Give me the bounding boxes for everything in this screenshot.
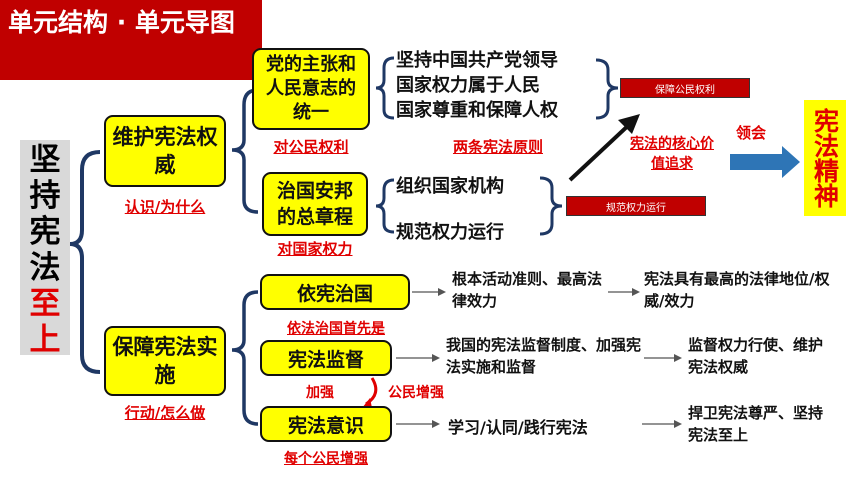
principles-caption: 两条宪法原则 bbox=[452, 138, 543, 156]
principles-list: 坚持中国共产党领导 国家权力属于人民 国家尊重和保障人权 bbox=[396, 48, 558, 123]
root-panel: 坚 持 宪 法 至 上 bbox=[20, 140, 70, 358]
awareness-result: 捍卫宪法尊严、坚持宪法至上 bbox=[688, 404, 824, 444]
root-char: 宪 bbox=[29, 214, 61, 250]
node-general-charter: 治国安邦的总章程 bbox=[262, 172, 368, 236]
supervision-result: 监督权力行使、维护宪法权威 bbox=[688, 336, 824, 376]
strengthen-label: 加强 bbox=[306, 385, 334, 401]
awareness-desc: 学习/认同/践行宪法 bbox=[448, 418, 588, 437]
citizen-strengthen-label: 公民增强 bbox=[388, 385, 444, 401]
power-item: 规范权力运行 bbox=[396, 222, 504, 243]
root-char-red: 至 bbox=[29, 286, 61, 322]
power-item: 组织国家机构 bbox=[396, 176, 504, 197]
section-banner: 单元结构 · 单元导图 bbox=[0, 0, 262, 80]
root-char-red: 上 bbox=[29, 322, 61, 358]
rule-by-constitution-desc: 根本活动准则、最高法律效力 bbox=[452, 270, 603, 310]
node-party-will: 党的主张和人民意志的统一 bbox=[252, 48, 370, 130]
branch-ensure-implementation: 保障宪法实施 bbox=[104, 326, 226, 396]
root-char: 法 bbox=[29, 250, 61, 286]
node-govern-sub: 对国家权力 bbox=[277, 240, 353, 258]
node-party-sub: 对公民权利 bbox=[273, 138, 349, 156]
rule-by-constitution-result: 宪法具有最高的法律地位/权威/效力 bbox=[644, 270, 830, 310]
principle-item: 国家尊重和保障人权 bbox=[396, 100, 558, 121]
comprehend-label: 领会 bbox=[736, 124, 767, 142]
node-constitution-awareness: 宪法意识 bbox=[260, 406, 392, 442]
root-char: 持 bbox=[29, 178, 61, 214]
principle-item: 坚持中国共产党领导 bbox=[396, 50, 558, 71]
pill-protect-rights: 保障公民权利 bbox=[620, 78, 750, 98]
supervision-desc: 我国的宪法监督制度、加强宪法实施和监督 bbox=[446, 336, 642, 376]
node-rule-by-constitution: 依宪治国 bbox=[260, 274, 410, 310]
rule-by-constitution-sub: 依法治国首先是 bbox=[287, 321, 385, 337]
branch-maintain-sub: 认识/为什么 bbox=[124, 198, 206, 216]
branch-ensure-sub: 行动/怎么做 bbox=[124, 404, 206, 422]
core-value-label: 宪法的核心价值追求 bbox=[630, 136, 714, 172]
branch-maintain-authority: 维护宪法权威 bbox=[104, 115, 226, 187]
constitution-spirit-box: 宪法精神 bbox=[804, 100, 846, 216]
node-constitution-supervision: 宪法监督 bbox=[260, 340, 392, 376]
awareness-sub: 每个公民增强 bbox=[284, 451, 368, 467]
root-char: 坚 bbox=[29, 142, 61, 178]
pill-regulate-power: 规范权力运行 bbox=[566, 196, 706, 216]
principle-item: 国家权力属于人民 bbox=[396, 75, 540, 96]
